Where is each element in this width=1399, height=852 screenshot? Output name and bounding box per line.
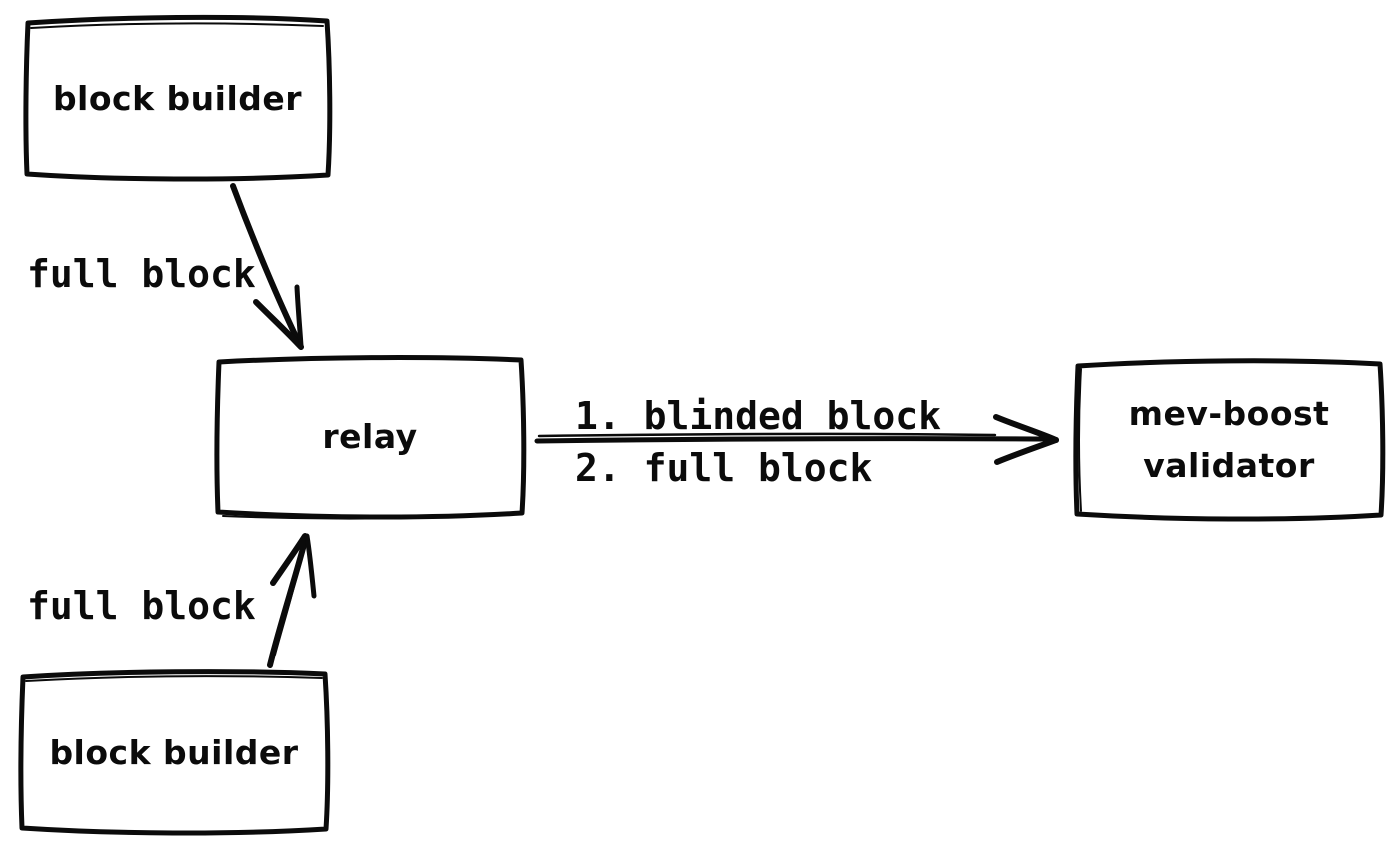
mev-boost-validator-box-accent <box>1078 368 1082 512</box>
block-builder-bottom-box-accent <box>25 675 323 682</box>
arrow-bottom-builder-to-relay <box>267 533 317 668</box>
block-builder-bottom-box <box>18 669 331 836</box>
block-builder-top-box-accent <box>30 22 324 29</box>
relay-box-accent <box>222 513 519 520</box>
arrow-top-builder-to-relay <box>230 183 304 350</box>
mev-boost-validator-box <box>1073 358 1386 522</box>
block-builder-top-box <box>23 14 333 182</box>
arrow-relay-to-validator <box>534 414 1059 465</box>
relay-box <box>214 355 527 520</box>
